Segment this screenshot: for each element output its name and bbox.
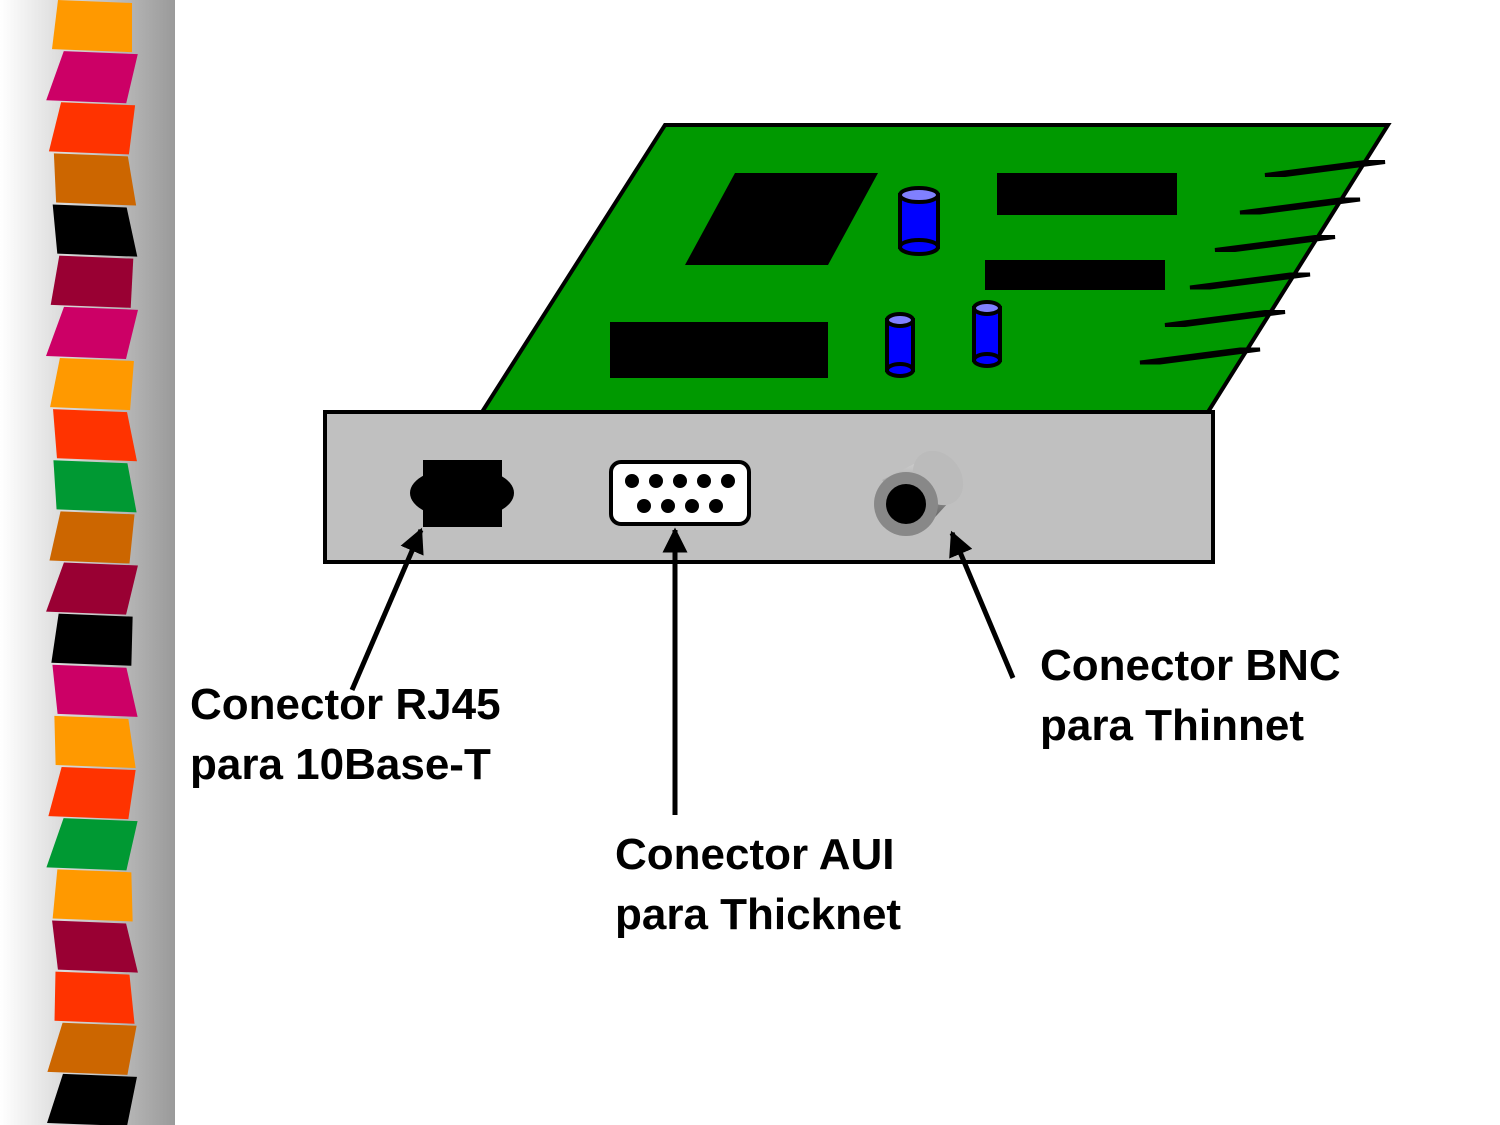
stripe-segment — [48, 767, 136, 820]
stripe-segment — [48, 102, 136, 155]
rj45-label-line1: Conector RJ45 — [190, 680, 501, 729]
stripe-segment — [46, 818, 138, 871]
stripe-segment — [53, 409, 137, 462]
stripe-segment — [52, 204, 138, 257]
stripe-segment — [51, 613, 133, 666]
rj45-label-line2: para 10Base-T — [190, 740, 491, 789]
arrow-rj45 — [349, 527, 424, 691]
decorative-stripe-bar — [0, 0, 175, 1125]
stripe-segment — [50, 255, 134, 308]
stripe-segment — [52, 920, 138, 973]
aui-connector — [609, 460, 751, 526]
stripe-segments — [46, 0, 138, 1125]
chip-diamond — [685, 173, 878, 265]
stripe-segment — [46, 51, 138, 104]
stripe-segment — [52, 664, 138, 717]
edge-contact-pin — [1189, 272, 1311, 290]
aui-label-line2: para Thicknet — [615, 890, 902, 939]
stripe-segment — [47, 1022, 137, 1075]
stripe-segment — [54, 715, 136, 769]
arrow-bnc — [949, 530, 1016, 679]
rj45-connector — [410, 460, 514, 527]
capacitor-bottom-right — [972, 300, 1002, 368]
edge-contact-pin — [1214, 235, 1336, 252]
stripe-segment — [52, 869, 133, 922]
bnc-connector — [874, 450, 964, 536]
chip-left — [610, 322, 828, 378]
stripe-segment — [46, 562, 138, 615]
edge-contact-pin — [1239, 197, 1361, 215]
bnc-label: Conector BNC para Thinnet — [1040, 636, 1341, 756]
edge-contacts — [1139, 160, 1386, 365]
edge-contact-pin — [1139, 347, 1261, 365]
capacitor-top — [898, 186, 940, 256]
stripe-segment — [53, 153, 137, 206]
stripe-segment — [46, 306, 138, 359]
bnc-label-line2: para Thinnet — [1040, 701, 1305, 750]
stripe-segment — [53, 460, 137, 513]
rj45-label: Conector RJ45 para 10Base-T — [190, 675, 501, 795]
chip-middle-right — [985, 260, 1165, 290]
capacitor-bottom-left — [885, 312, 915, 378]
stripe-segment — [54, 971, 135, 1024]
stripe-segment — [47, 1073, 137, 1125]
stripe-segment — [50, 357, 134, 411]
chip-top-right — [997, 173, 1177, 215]
circuit-board — [478, 123, 1392, 414]
bnc-label-line1: Conector BNC — [1040, 641, 1341, 690]
aui-label-line1: Conector AUI — [615, 830, 895, 879]
aui-label: Conector AUI para Thicknet — [615, 825, 901, 945]
stripe-segment — [52, 0, 132, 53]
edge-contact-pin — [1264, 160, 1386, 177]
stripe-segment — [49, 511, 135, 564]
edge-contact-pin — [1164, 310, 1286, 327]
